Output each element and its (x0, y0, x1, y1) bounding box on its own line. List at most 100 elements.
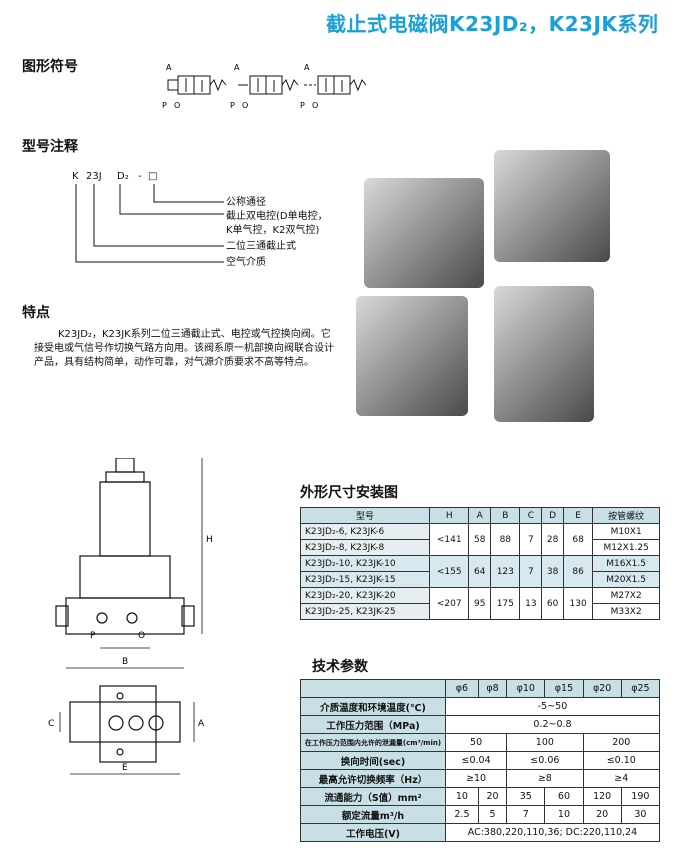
dim-d: 38 (541, 555, 564, 588)
dim-c: 13 (519, 587, 543, 620)
tech-diameter: φ6 (445, 679, 479, 698)
tech-value-rated-flow: 20 (582, 805, 622, 824)
drawing-label-c: C (48, 719, 54, 729)
table-row: 换向时间(sec) ≤0.04 ≤0.06 ≤0.10 (300, 751, 661, 770)
drawing-label-b: B (122, 657, 128, 667)
symbol-label-p: P (162, 101, 167, 110)
model-code-box: □ (148, 171, 158, 182)
table-row: K23JD₂-6, K23JK-6 <141 58 88 7 28 68 M10… (299, 523, 660, 556)
tech-label-pressure: 工作压力范围（MPa) (300, 715, 446, 734)
tech-value-rated-flow: 2.5 (445, 805, 479, 824)
dim-header-d: D (541, 507, 564, 524)
dim-model: K23JD₂-6, K23JK-6 (299, 523, 431, 540)
dim-h: <207 (429, 587, 470, 620)
model-note-3: K单气控，K2双气控) (226, 225, 320, 236)
table-row: 工作电压(V) AC:380,220,110,36; DC:220,110,24 (300, 823, 660, 842)
table-row: K23JD₂-15, K23JK-15 M20X1.5 (299, 571, 660, 588)
dim-header-thread: 按管螺纹 (592, 507, 660, 524)
symbol-label-o2: O (242, 101, 248, 110)
tech-diameter: φ25 (620, 679, 661, 698)
tech-label-flow-capacity: 流通能力（S值）mm² (300, 787, 446, 806)
model-note-2: 截止双电控(D单电控， (226, 211, 328, 222)
dim-header-h: H (429, 507, 470, 524)
dim-e: 86 (562, 555, 594, 588)
section-tech-heading: 技术参数 (312, 659, 368, 675)
dim-header-e: E (562, 507, 594, 524)
model-note-1: 公称通径 (226, 197, 266, 208)
dim-model: K23JD₂-10, K23JK-10 (299, 555, 431, 572)
tech-table: φ6 φ8 φ10 φ15 φ20 φ25 介质温度和环境温度(℃) -5~50… (300, 679, 661, 842)
tech-value-leakage: 200 (582, 733, 661, 752)
tech-value-flow-capacity: 120 (582, 787, 622, 806)
tech-value-switch: ≤0.10 (582, 751, 661, 770)
tech-value-pressure: 0.2~0.8 (445, 715, 660, 734)
dimension-drawing: H P O B C A E (48, 458, 213, 775)
dim-header-c: C (519, 507, 543, 524)
dim-header-b: B (490, 507, 521, 524)
model-code-23j: 23J (86, 171, 102, 182)
tech-label-voltage: 工作电压(V) (300, 823, 446, 842)
product-photo-3 (356, 296, 468, 416)
dimension-table: 型号 H A B C D E 按管螺纹 K23JD₂-6, K23JK-6 <1… (299, 507, 660, 620)
symbol-label-o: O (174, 101, 180, 110)
dim-b: 175 (490, 587, 521, 620)
symbol-label-o3: O (312, 101, 318, 110)
tech-label-frequency: 最高允许切换频率（Hz） (300, 769, 446, 788)
dim-header-model: 型号 (299, 507, 431, 524)
table-row: 在工作压力范围内允许的泄漏量(cm³/min) 50 100 200 (300, 733, 661, 752)
model-code-k: K (72, 171, 79, 182)
drawing-label-h: H (206, 535, 213, 545)
tech-value-flow-capacity: 60 (544, 787, 584, 806)
dim-a: 95 (468, 587, 492, 620)
tech-value-switch: ≤0.06 (506, 751, 584, 770)
dim-thread: M33X2 (592, 603, 660, 620)
table-row: 工作压力范围（MPa) 0.2~0.8 (300, 715, 660, 734)
dim-d: 60 (541, 587, 564, 620)
dim-d: 28 (541, 523, 564, 556)
tech-value-switch: ≤0.04 (444, 751, 508, 770)
table-row: 介质温度和环境温度(℃) -5~50 (300, 697, 660, 716)
dim-thread: M20X1.5 (592, 571, 660, 588)
dim-thread: M16X1.5 (592, 555, 660, 572)
tech-diameter: φ20 (582, 679, 622, 698)
dim-model: K23JD₂-15, K23JK-15 (299, 571, 431, 588)
tech-value-rated-flow: 5 (477, 805, 508, 824)
section-model-heading: 型号注释 (22, 139, 78, 155)
tech-value-leakage: 50 (444, 733, 508, 752)
model-code-dash: - (138, 171, 142, 182)
section-symbol-heading: 图形符号 (22, 59, 78, 75)
table-row: 流通能力（S值）mm² 10 20 35 60 120 190 (300, 787, 661, 806)
tech-value-voltage: AC:380,220,110,36; DC:220,110,24 (445, 823, 660, 842)
table-row: K23JD₂-25, K23JK-25 M33X2 (299, 603, 660, 620)
dim-c: 7 (519, 523, 543, 556)
tech-value-flow-capacity: 10 (445, 787, 479, 806)
table-row: φ6 φ8 φ10 φ15 φ20 φ25 (300, 679, 661, 698)
tech-label-temp: 介质温度和环境温度(℃) (300, 697, 446, 716)
section-feature-heading: 特点 (22, 305, 50, 321)
valve-symbols-diagram: A P O A P O A P O (162, 63, 367, 110)
product-photo-2 (494, 150, 610, 262)
symbol-label-a3: A (304, 63, 310, 72)
tech-value-leakage: 100 (506, 733, 584, 752)
table-row: K23JD₂-8, K23JK-8 M12X1.25 (299, 539, 660, 556)
product-photo-1 (364, 178, 484, 288)
symbol-label-p2: P (230, 101, 235, 110)
dim-h: <155 (429, 555, 470, 588)
feature-paragraph: K23JD₂，K23JK系列二位三通截止式、电控或气控换向阀。它接受电或气信号作… (34, 329, 334, 368)
drawing-label-p: P (90, 631, 96, 641)
model-note-4: 二位三通截止式 (226, 241, 296, 252)
tech-label-switch: 换向时间(sec) (300, 751, 446, 770)
tech-value-rated-flow: 10 (544, 805, 584, 824)
table-row: K23JD₂-20, K23JK-20 <207 95 175 13 60 13… (299, 587, 660, 620)
symbol-label-a2: A (234, 63, 240, 72)
model-note-5: 空气介质 (226, 257, 266, 268)
tech-value-frequency: ≥8 (506, 769, 584, 788)
section-dimension-heading: 外形尺寸安装图 (300, 485, 398, 501)
drawing-label-a: A (198, 719, 205, 729)
dim-model: K23JD₂-8, K23JK-8 (299, 539, 431, 556)
dim-model: K23JD₂-20, K23JK-20 (299, 587, 431, 604)
dim-e: 68 (562, 523, 594, 556)
tech-value-rated-flow: 30 (620, 805, 661, 824)
tech-value-rated-flow: 7 (506, 805, 546, 824)
dimension-table-header: 型号 H A B C D E 按管螺纹 (299, 507, 660, 524)
